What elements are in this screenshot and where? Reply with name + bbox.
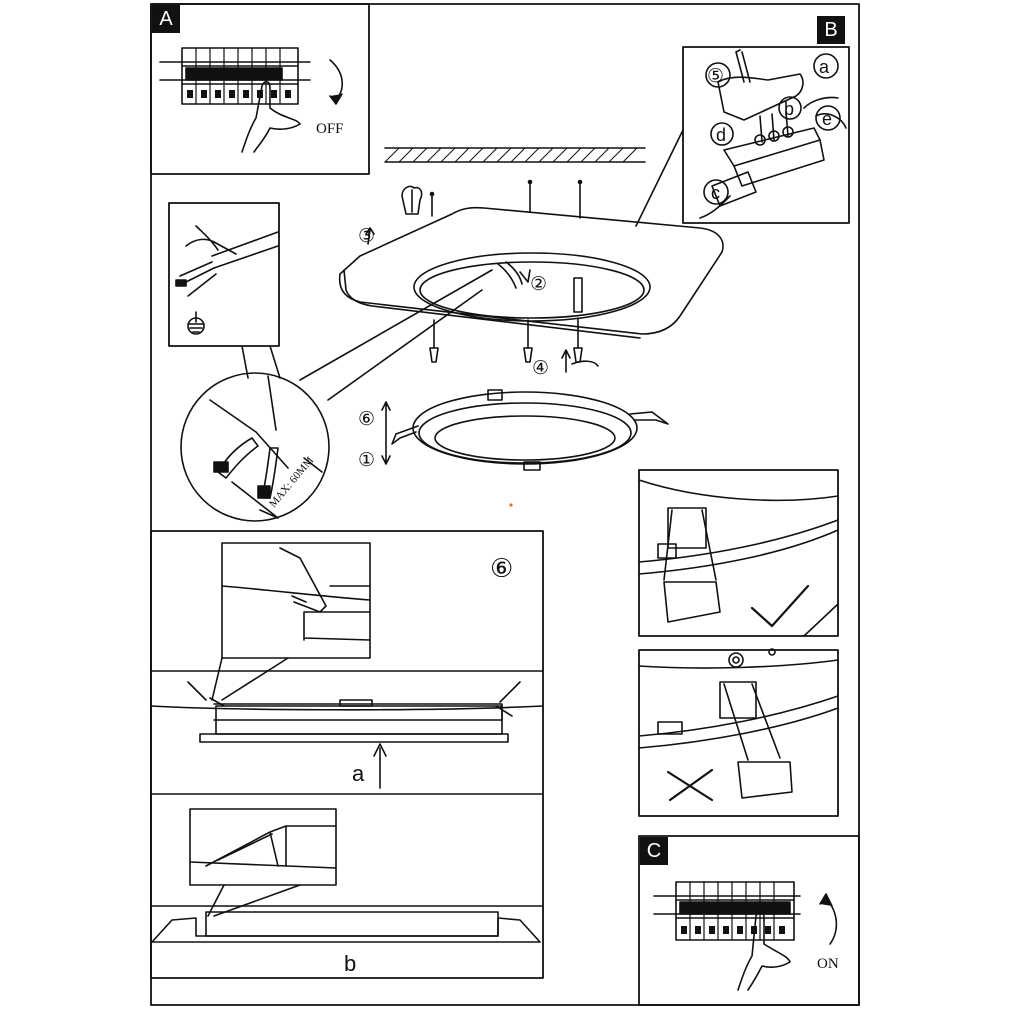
panel-b-part-d: d bbox=[716, 125, 726, 145]
ground-icon bbox=[187, 311, 205, 333]
wire-stripper-icon bbox=[185, 225, 237, 255]
spring-clip-right-icon bbox=[629, 411, 669, 425]
step-4-label: ④ bbox=[532, 357, 549, 379]
hand-on-icon bbox=[737, 910, 791, 991]
panel-b-part-c: c bbox=[711, 183, 720, 203]
wire-strip-inset bbox=[168, 202, 280, 347]
clip-correct-panel bbox=[638, 469, 839, 637]
turn-off-arrow-icon bbox=[329, 59, 343, 101]
detail-a-label: a bbox=[352, 761, 365, 786]
step-6-label: ⑥ bbox=[358, 408, 375, 430]
step-3-label: ③ bbox=[358, 225, 375, 247]
hand-icon bbox=[241, 80, 301, 153]
surface-mount-housing bbox=[338, 179, 724, 339]
panel-b-part-e: e bbox=[822, 109, 832, 129]
clip-incorrect-panel bbox=[638, 648, 839, 817]
check-mark-icon bbox=[750, 584, 810, 628]
panel-b-terminal bbox=[635, 46, 850, 227]
detail-b-panel bbox=[150, 808, 544, 943]
step-6-detail-label: ⑥ bbox=[490, 554, 513, 584]
panel-b-step-5: ⑤ bbox=[707, 65, 724, 87]
screw-anchor-icon bbox=[401, 185, 423, 215]
step-6-detail-panel bbox=[150, 530, 544, 979]
breaker-rail-on-icon bbox=[653, 881, 801, 941]
ceiling-surface bbox=[384, 147, 646, 163]
screwdriver-icon bbox=[735, 49, 751, 83]
panel-b-label: B bbox=[817, 16, 845, 44]
step-1-label: ① bbox=[358, 449, 375, 471]
step-2-label: ② bbox=[530, 273, 547, 295]
panel-b-part-b: b bbox=[784, 99, 794, 119]
breaker-rail-icon bbox=[159, 47, 311, 105]
panel-c-on-text: ON bbox=[817, 956, 839, 972]
detail-b-label: b bbox=[344, 951, 356, 976]
inset-connector-lines bbox=[241, 269, 493, 401]
panel-c-label: C bbox=[640, 837, 668, 865]
led-panel-disc bbox=[381, 389, 669, 471]
spring-clip-left-icon bbox=[391, 425, 419, 445]
cable-entry-icon bbox=[497, 261, 523, 289]
wire-length-text: MAX: 60MM bbox=[267, 455, 316, 510]
panel-c-breaker-on bbox=[638, 835, 860, 1006]
panel-a-off-text: OFF bbox=[316, 121, 344, 137]
panel-b-part-a: a bbox=[819, 57, 830, 77]
panel-a-breaker-off bbox=[150, 3, 370, 175]
page-frame bbox=[150, 3, 860, 1006]
cross-mark-icon bbox=[666, 768, 714, 802]
wire-length-magnifier bbox=[180, 269, 493, 522]
panel-a-label: A bbox=[152, 5, 180, 33]
